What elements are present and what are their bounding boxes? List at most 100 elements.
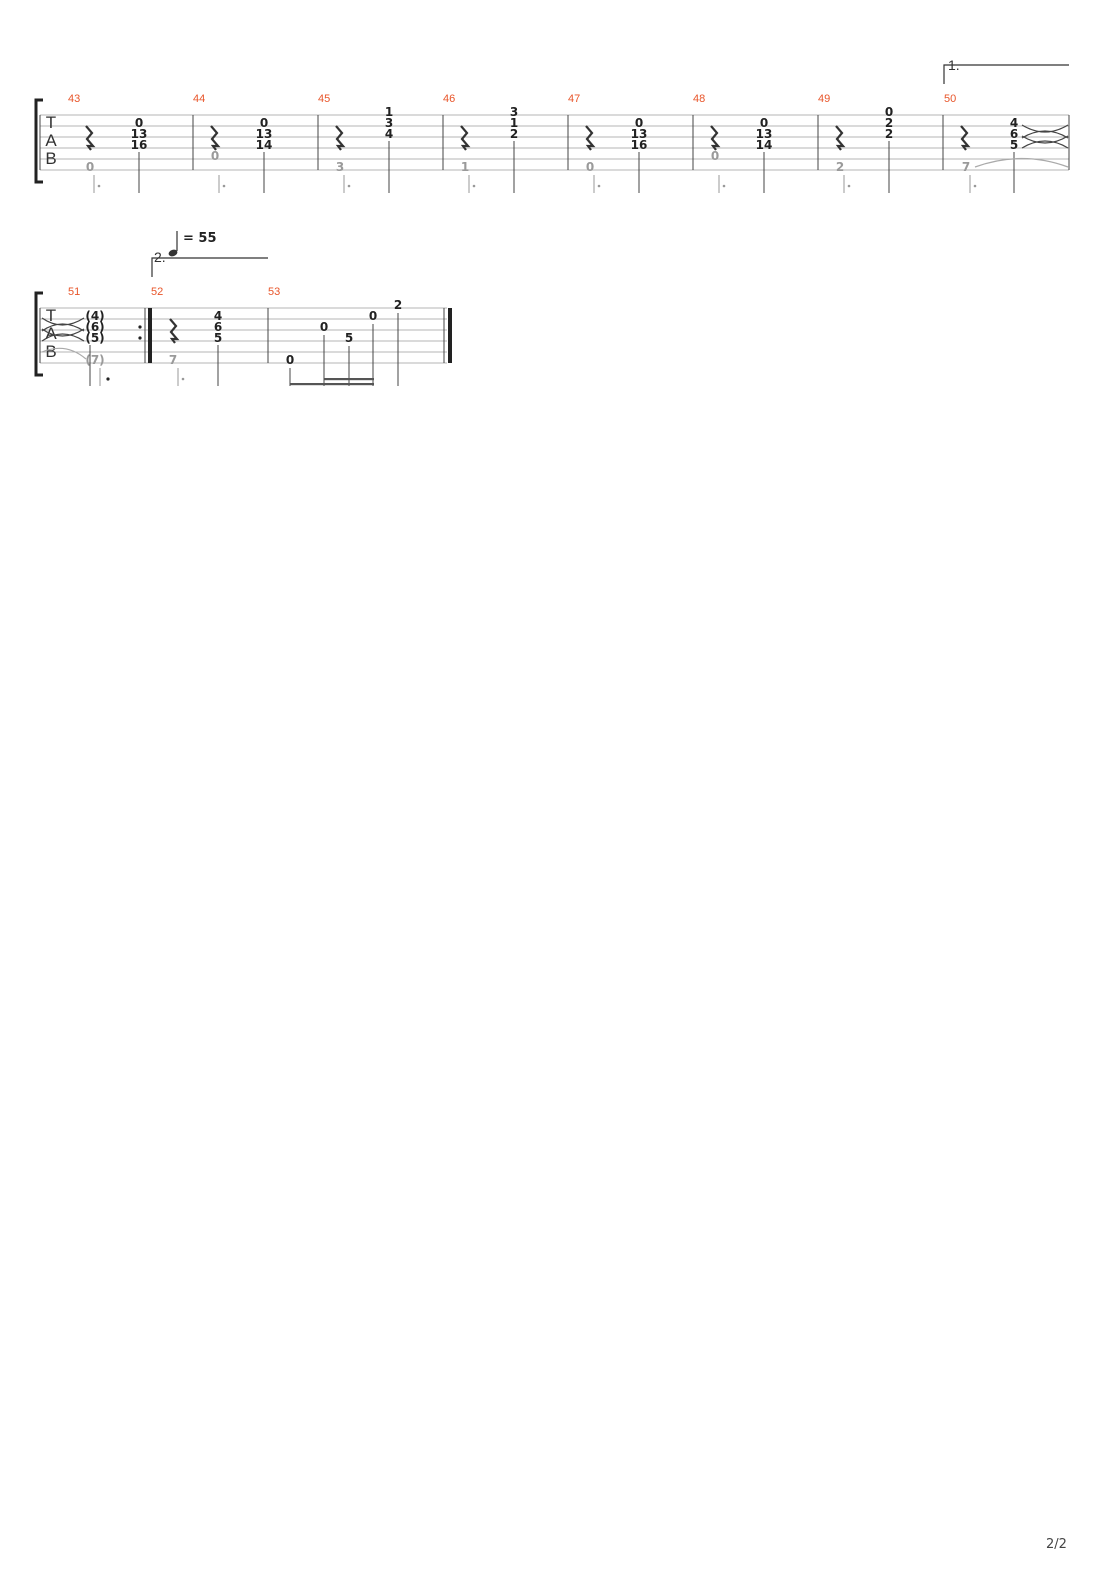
measure-number: 50 [944,93,956,105]
bass-fret-number: 3 [336,160,344,174]
fret-number: 16 [631,138,648,152]
quarter-rest [210,125,221,151]
quarter-rest [85,125,96,151]
fret-number: 14 [256,138,273,152]
measure-52: 52 4 6 5 7 [151,286,222,386]
final-barline [443,308,452,363]
barlines [39,115,1070,170]
fret-number: 3 [510,105,518,119]
quarter-note-icon [168,249,178,257]
dot [847,184,851,188]
measure-number: 46 [443,93,455,105]
tab-clef-t: T [46,306,56,325]
bass-fret-number: 0 [586,160,594,174]
fret-number: (4) [85,309,104,323]
fret-number: 2 [885,127,893,141]
fret-number: 14 [756,138,773,152]
fret-number: 4 [1010,116,1018,130]
dot [472,184,476,188]
fret-number: 5 [345,331,353,345]
bass-tie [41,347,87,360]
fret-number: 2 [510,127,518,141]
fret-number: (5) [85,331,104,345]
staff-lines [40,114,1069,171]
measure-48: 48 0 13 14 0 [693,93,772,193]
fret-number: 1 [385,105,393,119]
bass-fret-number: 7 [962,160,970,174]
quarter-rest [460,125,471,151]
dot [597,184,601,188]
bass-tie [974,157,1069,168]
fret-number: 0 [286,353,294,367]
measure-47: 47 0 13 16 0 [568,93,647,193]
bass-fret-number: 7 [169,353,177,367]
fret-number: 0 [760,116,768,130]
quarter-rest [835,125,846,151]
dot [222,184,226,188]
fret-number: 1 [510,116,518,130]
quarter-rest [585,125,596,151]
system-1: T A B 1. 43 0 13 16 [34,57,1070,193]
fret-number: 5 [1010,138,1018,152]
quarter-rest [335,125,346,151]
tie-curves [1021,124,1069,149]
dot [181,377,185,381]
volta-bracket-2: 2. [151,249,268,277]
fret-number: (6) [85,320,104,334]
fret-number: 3 [385,116,393,130]
fret-number: 0 [369,309,377,323]
fret-number: 2 [885,116,893,130]
fret-number: 0 [320,320,328,334]
fret-number: 0 [635,116,643,130]
volta-2-label: 2. [154,249,166,265]
fret-number: 13 [756,127,773,141]
measure-44: 44 0 13 14 0 [193,93,272,193]
beams [290,378,374,386]
tempo-marking: = 55 [168,231,217,257]
tab-clef-b: B [45,149,56,168]
tab-clef-b: B [45,342,56,361]
volta-bracket-1: 1. [943,57,1069,84]
dot [106,377,110,381]
fret-number: 4 [385,127,393,141]
fret-number: 0 [885,105,893,119]
measure-51: 51 (4) (6) (5) (7) [41,286,110,386]
repeat-end-barline [138,308,152,363]
fret-number: 0 [135,116,143,130]
tie-curves [41,317,85,342]
fret-number: 2 [394,298,402,312]
fret-number: 6 [214,320,222,334]
measure-number: 45 [318,93,330,105]
fret-number: 13 [256,127,273,141]
tempo-value: = 55 [183,231,217,246]
measure-number: 47 [568,93,580,105]
bass-fret-number: 0 [211,149,219,163]
measure-number: 53 [268,286,280,298]
dot [347,184,351,188]
bass-fret-number: 0 [86,160,94,174]
measure-49: 49 0 2 2 2 [818,93,893,193]
measure-53: 53 0 0 5 0 2 [268,286,402,386]
measure-number: 51 [68,286,80,298]
tab-clef-t: T [46,113,56,132]
measure-number: 49 [818,93,830,105]
measure-number: 48 [693,93,705,105]
volta-1-label: 1. [948,57,960,73]
bass-fret-number: 2 [836,160,844,174]
bass-fret-number: 1 [461,160,469,174]
staff-lines [40,307,447,364]
note-stems [289,313,399,386]
measure-number: 52 [151,286,163,298]
barlines [39,308,269,363]
fret-number: 13 [131,127,148,141]
dot [973,184,977,188]
fret-number: 5 [214,331,222,345]
fret-number: 16 [131,138,148,152]
measure-45: 45 1 3 4 3 [318,93,393,193]
measure-number: 43 [68,93,80,105]
measure-46: 46 3 1 2 1 [443,93,518,193]
fret-number: 13 [631,127,648,141]
system-bracket [34,98,43,184]
bass-fret-number: (7) [85,353,104,367]
